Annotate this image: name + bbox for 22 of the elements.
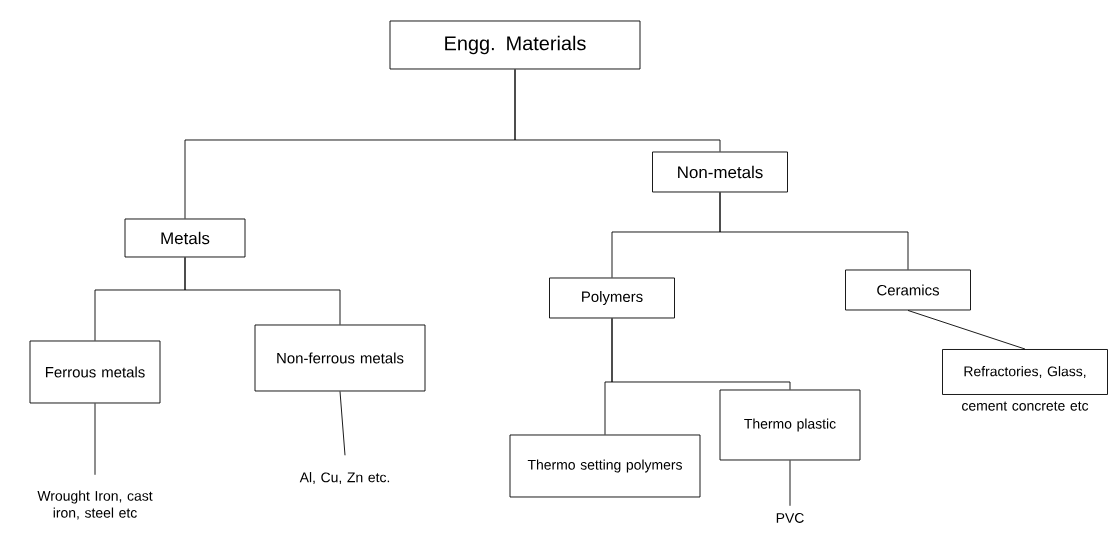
note-text: cement concrete etc	[962, 401, 1089, 411]
connector-line	[789, 460, 791, 507]
material-box: Non-ferrous metals	[254, 324, 426, 392]
connector-line	[719, 192, 909, 270]
material-box: Thermo plastic	[719, 389, 861, 461]
example-text: Al, Cu, Zn etc.	[299, 472, 390, 484]
example-text: PVC	[776, 513, 804, 523]
connector-line	[94, 403, 96, 476]
material-box: Metals	[124, 218, 246, 258]
connector-line	[514, 69, 721, 152]
material-box: Engg. Materials	[389, 20, 641, 70]
material-box: Non-metals	[652, 151, 788, 193]
material-box: Ceramics	[845, 269, 971, 311]
connector-line	[611, 318, 791, 390]
example-text: Wrought Iron, cast iron, steel etc	[37, 490, 153, 520]
material-box: Polymers	[549, 277, 675, 319]
material-box: Refractories, Glass,	[942, 349, 1108, 395]
material-box: Ferrous metals	[29, 340, 161, 404]
connector-line	[339, 391, 346, 456]
material-box: Thermo setting polymers	[509, 434, 701, 498]
connector-line	[184, 257, 341, 325]
connector-line	[907, 310, 1026, 350]
